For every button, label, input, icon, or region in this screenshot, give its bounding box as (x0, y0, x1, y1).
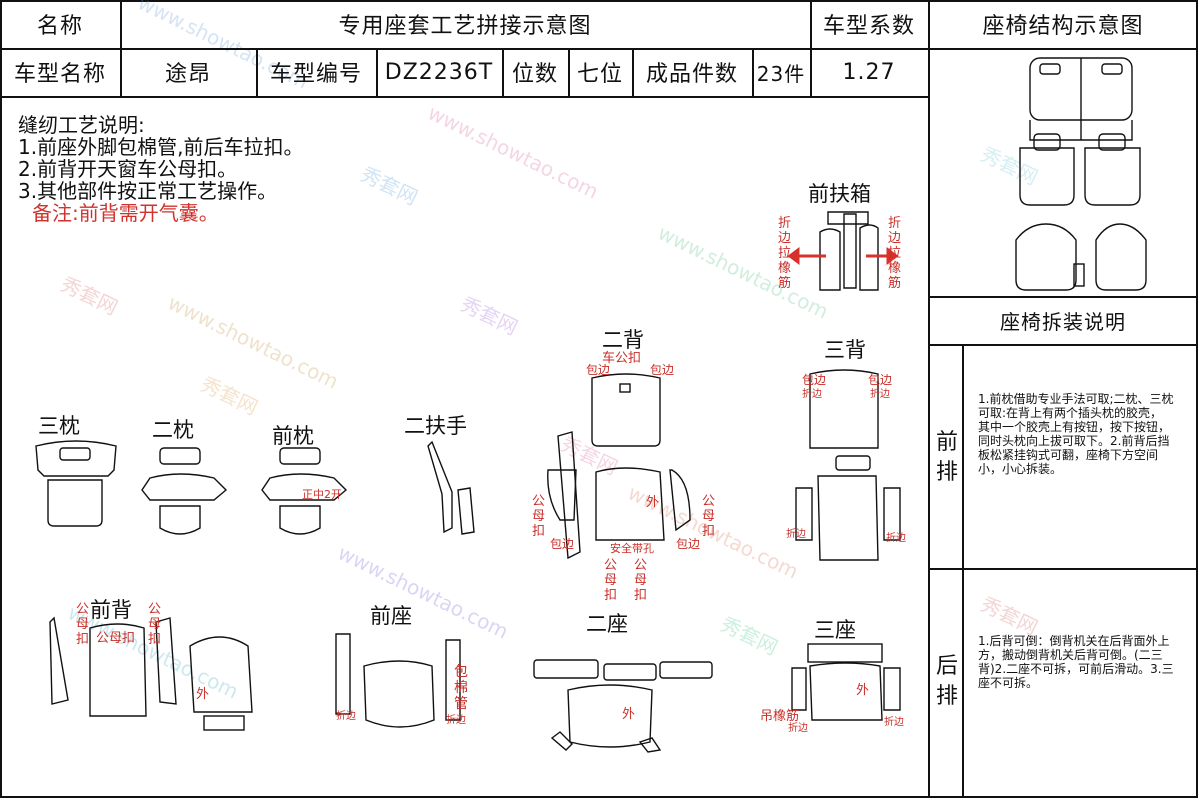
pieces-value: 23件 (756, 61, 806, 86)
annotation-wrap-edge: 包边 (802, 373, 827, 387)
label-front-armrest-box: 前扶箱 (808, 182, 871, 206)
annotation-wrap-edge: 包边 (550, 537, 575, 551)
label-second-back: 二背 (602, 328, 644, 352)
seats-value: 七位 (576, 62, 623, 87)
notes-item-2: 2.前背开天窗车公母扣。 (18, 157, 238, 181)
front-armrest-box-pattern (819, 211, 879, 291)
annotation-male-female: 公母扣 (96, 631, 136, 646)
notes-remark: 备注:前背需开气囊。 (32, 201, 219, 225)
rear-row-label: 后排 (936, 654, 959, 709)
header-line-1 (0, 48, 1198, 50)
coef-value: 1.27 (842, 59, 896, 85)
annotation-fold-edge: 折边 (446, 715, 466, 726)
header-divider (256, 48, 258, 96)
front-seat-pattern (335, 633, 461, 728)
annotation-wrap-cotton-pipe: 包棉管 (454, 664, 468, 712)
second-armrest-pattern (427, 440, 475, 535)
panel-line (928, 296, 1198, 298)
notes-title: 缝纫工艺说明: (18, 113, 145, 137)
second-back-pattern (547, 373, 691, 560)
header-line-2 (0, 96, 928, 98)
coef-label: 车型系数 (822, 14, 915, 39)
model-code: DZ2236T (384, 59, 494, 85)
annotation-fold-edge: 折边 (788, 723, 808, 734)
model-name: 途昂 (164, 62, 211, 87)
annotation-outer: 外 (856, 683, 870, 698)
direction-arrows (787, 247, 899, 265)
front-row-text: 1.前枕借助专业手法可取;二枕、三枕可取:在背上有两个插头枕的胶壳，其中一个胶壳… (978, 392, 1174, 476)
label-second-armrest: 二扶手 (404, 414, 467, 438)
annotation-wrap-edge: 包边 (676, 537, 701, 551)
annotation-wrap-edge: 包边 (868, 373, 893, 387)
annotation-fold-edge: 折边 (336, 711, 356, 722)
annotation-male-female: 公母扣 (76, 602, 90, 647)
label-third-seat: 三座 (814, 618, 856, 642)
annotation-fold-edge: 折边 (870, 389, 890, 400)
annotation-fold-edge: 折边 (884, 717, 904, 728)
annotation-male-female: 公母扣 (604, 558, 618, 603)
panel-line (928, 568, 1198, 570)
page-title: 专用座套工艺拼接示意图 (338, 14, 592, 39)
header-divider (376, 48, 378, 96)
second-seat-pattern (533, 659, 713, 753)
front-row-label: 前排 (936, 430, 959, 485)
model-code-label: 车型编号 (269, 62, 362, 87)
panel-divider (962, 344, 964, 798)
seat-structure-diagram (1015, 57, 1147, 291)
label-third-back: 三背 (824, 338, 866, 362)
front-back-pattern (49, 616, 253, 731)
annotation-male-female: 公母扣 (148, 602, 162, 647)
annotation-outer: 外 (196, 687, 210, 702)
second-pillow-pattern (141, 447, 228, 535)
notes-item-1: 1.前座外脚包棉管,前后车拉扣。 (18, 135, 304, 159)
third-seat-pattern (791, 643, 901, 721)
label-front-seat: 前座 (370, 604, 412, 628)
notes-item-3: 3.其他部件按正常工艺操作。 (18, 179, 278, 203)
right-panel-divider (928, 0, 930, 798)
annotation-fold-edge: 折边 (786, 529, 806, 540)
header-divider (502, 48, 504, 96)
annotation-zip-open: 正中2开 (302, 488, 342, 501)
annotation-car-buckle: 车公扣 (602, 351, 642, 366)
annotation-fold-elastic-right: 折边拉橡筋 (888, 216, 902, 291)
annotation-hang-elastic: 吊橡筋 (760, 709, 800, 724)
label-front-back: 前背 (90, 598, 132, 622)
header-divider (632, 48, 634, 96)
header-divider (810, 0, 812, 96)
panel-line (928, 344, 1198, 346)
annotation-wrap-edge: 包边 (586, 363, 611, 377)
annotation-male-female: 公母扣 (532, 494, 546, 539)
structure-label: 座椅结构示意图 (982, 14, 1144, 39)
third-back-pattern (795, 369, 901, 561)
label-second-pillow: 二枕 (152, 418, 194, 442)
sewing-notes: 缝纫工艺说明: 1.前座外脚包棉管,前后车拉扣。 2.前背开天窗车公母扣。 3.… (18, 114, 303, 224)
header-divider (120, 0, 122, 96)
annotation-fold-edge: 折边 (886, 533, 906, 544)
annotation-seatbelt-hole: 安全带孔 (610, 542, 654, 555)
label-front-pillow: 前枕 (272, 424, 314, 448)
header-divider (568, 48, 570, 96)
label-second-seat: 二座 (586, 612, 628, 636)
header-divider (752, 48, 754, 96)
third-pillow-pattern (35, 440, 117, 527)
annotation-outer: 外 (646, 495, 660, 510)
annotation-male-female: 公母扣 (634, 558, 648, 603)
name-label: 名称 (36, 14, 83, 39)
annotation-outer: 外 (622, 707, 636, 722)
front-pillow-pattern (261, 447, 348, 535)
annotation-fold-edge: 折边 (802, 389, 822, 400)
annotation-male-female: 公母扣 (702, 494, 716, 539)
seats-label: 位数 (511, 62, 558, 87)
disassembly-title: 座椅拆装说明 (1000, 309, 1126, 334)
annotation-fold-elastic-left: 折边拉橡筋 (778, 216, 792, 291)
rear-row-text: 1.后背可倒：倒背机关在后背面外上方，搬动倒背机关后背可倒。(二三背)2.二座不… (978, 634, 1174, 690)
pieces-label: 成品件数 (645, 62, 738, 87)
annotation-wrap-edge: 包边 (650, 363, 675, 377)
label-third-pillow: 三枕 (38, 414, 80, 438)
model-name-label: 车型名称 (13, 62, 106, 87)
